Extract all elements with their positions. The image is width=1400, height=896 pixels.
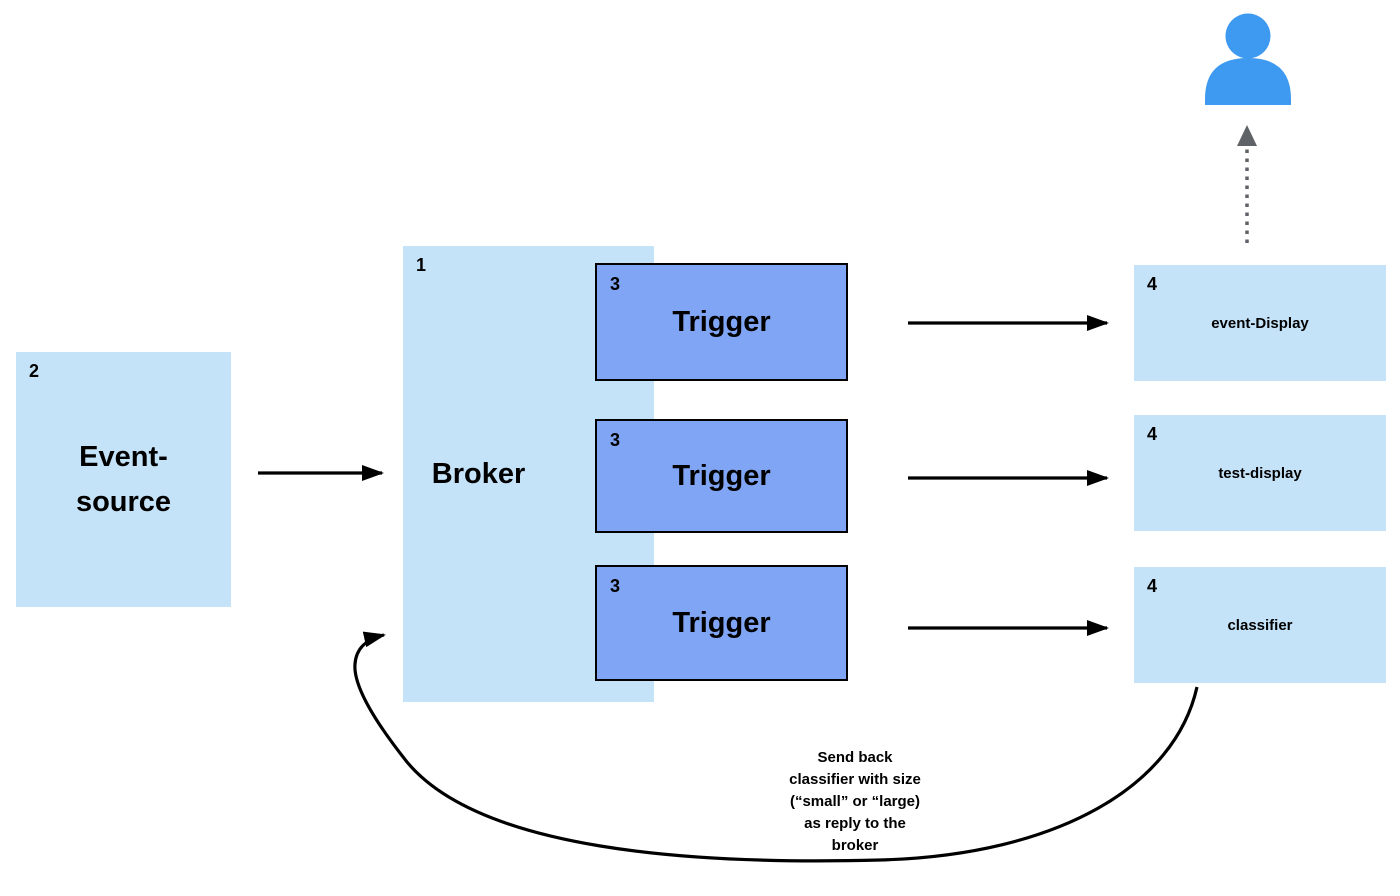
node-trigger-1: 3 Trigger [595, 263, 848, 381]
arrow-classifier-reply-to-broker [353, 631, 1199, 863]
node-event-source: 2 Event- source [16, 352, 231, 607]
node-test-display: 4 test-display [1134, 415, 1386, 531]
node-label: Trigger [672, 606, 771, 639]
node-label: Trigger [672, 459, 771, 492]
node-number: 3 [610, 576, 621, 596]
dotted-arrow-to-user [1237, 125, 1257, 243]
node-number: 1 [416, 255, 427, 275]
node-label: classifier [1227, 616, 1293, 634]
node-label: Event- source [75, 440, 172, 518]
node-number: 3 [610, 430, 621, 450]
node-label: test-display [1218, 464, 1302, 482]
node-number: 2 [29, 361, 40, 381]
node-classifier: 4 classifier [1134, 567, 1386, 683]
node-trigger-2: 3 Trigger [595, 419, 848, 533]
node-number: 3 [610, 274, 621, 294]
node-label: event-Display [1211, 314, 1309, 332]
node-label: Broker [431, 457, 526, 490]
node-number: 4 [1147, 274, 1158, 294]
user-icon [1205, 13, 1291, 105]
node-event-display: 4 event-Display [1134, 265, 1386, 381]
node-number: 4 [1147, 576, 1158, 596]
node-trigger-3: 3 Trigger [595, 565, 848, 681]
node-label: Trigger [672, 305, 771, 338]
reply-note: Send back classifier with size (“small” … [789, 749, 921, 854]
node-number: 4 [1147, 424, 1158, 444]
